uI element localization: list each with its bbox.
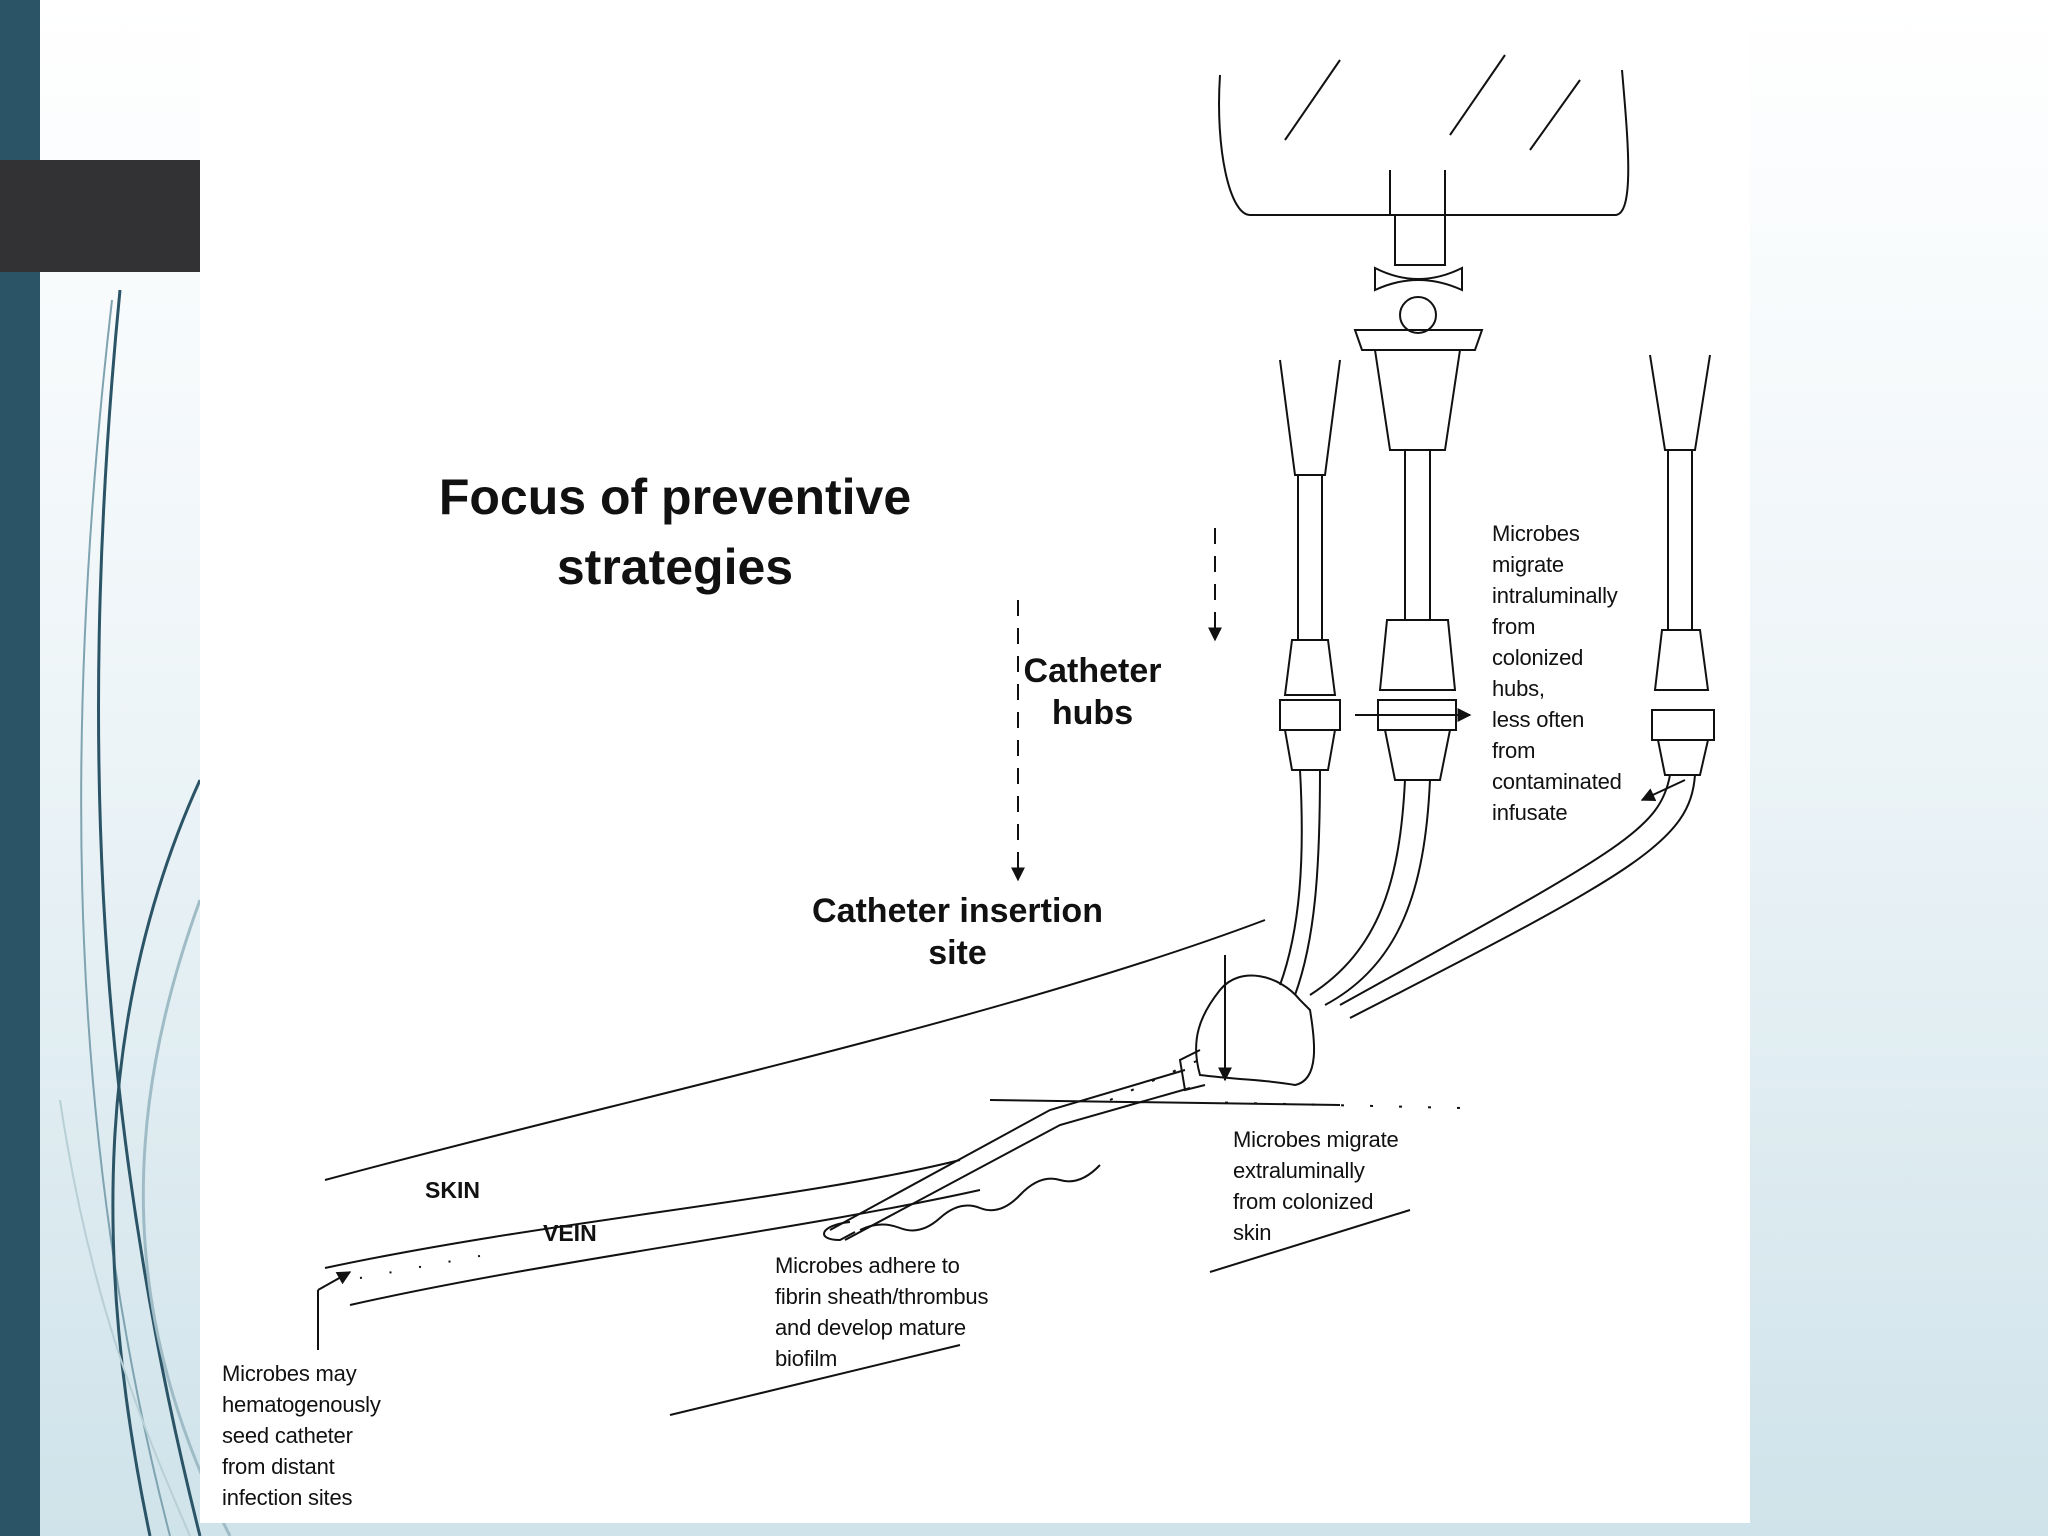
catheter-insertion-site-label: Catheter insertion site [812, 892, 1103, 972]
vein-line-lower [349, 1189, 981, 1306]
catheter-junction [1195, 974, 1316, 1087]
lumen-middle [1309, 619, 1457, 1006]
focus-label: Focus of preventive strategies [438, 469, 912, 595]
skin-line-upper [324, 919, 1266, 1181]
diagram-drawing [317, 54, 1715, 1416]
drip-chamber [1353, 214, 1484, 620]
infusion-bag [1218, 54, 1630, 216]
catheter-hubs-label: Catheter hubs [1023, 652, 1162, 732]
skin-label: SKIN [425, 1177, 480, 1203]
catheter-infection-diagram: Focus of preventive strategies Catheter … [200, 0, 1750, 1523]
extraluminal-migration-label: Microbes migrate extraluminally from col… [1233, 1127, 1399, 1245]
skin-surface [989, 1099, 1341, 1106]
intraluminal-migration-label: Microbes migrate intraluminally from col… [1492, 521, 1622, 825]
lumen-left [1279, 359, 1341, 996]
vein-label: VEIN [543, 1220, 597, 1246]
decorative-curves [59, 289, 232, 1536]
biofilm-label: Microbes adhere to fibrin sheath/thrombu… [775, 1253, 989, 1371]
catheter-tip [823, 1221, 856, 1242]
lumen-right [1339, 354, 1715, 1019]
slide-title-tab [0, 160, 200, 272]
hematogenous-seeding-label: Microbes may hematogenously seed cathete… [222, 1361, 381, 1510]
vein-line-upper [324, 1159, 961, 1269]
